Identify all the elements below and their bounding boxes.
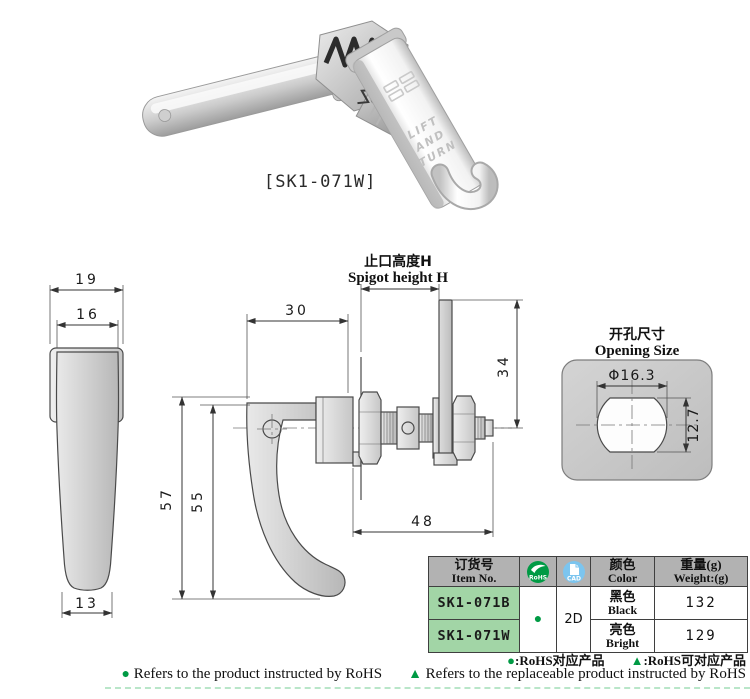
rohs-triangle-marker: ▲ <box>408 667 422 682</box>
dim-front-length: 48 <box>411 514 435 530</box>
spigot-label-cn: 止口高度H <box>364 253 432 270</box>
rohs-mark-cell: ● <box>519 586 557 653</box>
rohs-triangle-marker: ▲ <box>630 653 644 668</box>
dim-hole-height: 12.7 <box>686 407 702 442</box>
photo-label: [SK1-071W] <box>264 172 377 192</box>
dim-side-inner-width: 16 <box>76 307 100 323</box>
rohs-note-en: ● Refers to the product instructed by Ro… <box>121 666 746 682</box>
dim-front-offset: 30 <box>285 303 309 319</box>
logo-mark <box>383 70 420 102</box>
cad-badge-icon: CAD <box>562 560 585 583</box>
table-row: SK1-071W 亮色 Bright 129 <box>428 619 748 653</box>
rohs-badge-icon: RoHS <box>527 560 549 583</box>
item-number-cell: SK1-071W <box>428 619 520 653</box>
color-cell: 黑色 Black <box>590 586 655 620</box>
weight-cell: 129 <box>654 619 748 653</box>
dim-hole-diameter: Φ16.3 <box>608 368 655 384</box>
dim-side-height: 57 <box>159 487 175 511</box>
handle-body: LIFT AND TURN <box>345 27 483 209</box>
header-rohs: RoHS <box>519 556 557 587</box>
dim-side-top-width: 19 <box>75 272 99 288</box>
header-weight: 重量(g) Weight:(g) <box>654 556 748 587</box>
technical-drawings: .ol{fill:url(#gGrip);stroke:#4a4a4a;stro… <box>49 253 713 618</box>
side-view-drawing: 19 16 13 57 <box>49 272 320 618</box>
spec-table: 订货号 Item No. RoHS <box>428 556 748 653</box>
cad-value-cell: 2D <box>556 586 591 653</box>
item-number-cell: SK1-071B <box>428 586 520 620</box>
header-color: 颜色 Color <box>590 556 655 587</box>
rohs-dot-marker: ● <box>121 667 131 682</box>
handle-hook-face <box>432 163 497 209</box>
opening-size-drawing: 开孔尺寸 Opening Size Φ16.3 12.7 <box>561 326 713 481</box>
dim-side-bottom-width: 13 <box>75 596 99 612</box>
dim-cam-height: 34 <box>496 354 512 378</box>
product-photo: LIFT AND TURN <box>142 20 499 211</box>
color-cell: 亮色 Bright <box>590 619 655 653</box>
rohs-dot-marker: ● <box>507 653 515 668</box>
bottom-dashed-divider <box>105 687 750 689</box>
dim-front-height: 55 <box>190 489 206 513</box>
spigot-label-en: Spigot height H <box>348 270 448 286</box>
opening-title-en: Opening Size <box>595 343 680 359</box>
svg-text:CAD: CAD <box>566 575 580 582</box>
rohs-note-cn: ●:RoHS对应产品▲:RoHS可对应产品 <box>507 653 746 668</box>
header-cad: CAD <box>556 556 591 587</box>
weight-cell: 132 <box>654 586 748 620</box>
svg-text:RoHS: RoHS <box>529 574 547 581</box>
opening-title-cn: 开孔尺寸 <box>609 326 665 343</box>
front-view-drawing: 止口高度H Spigot height H 30 55 48 34 <box>190 253 523 600</box>
header-item-no: 订货号 Item No. <box>428 556 520 587</box>
cam-plate <box>142 52 354 137</box>
table-row: SK1-071B ● 2D 黑色 Black 132 <box>428 586 748 653</box>
